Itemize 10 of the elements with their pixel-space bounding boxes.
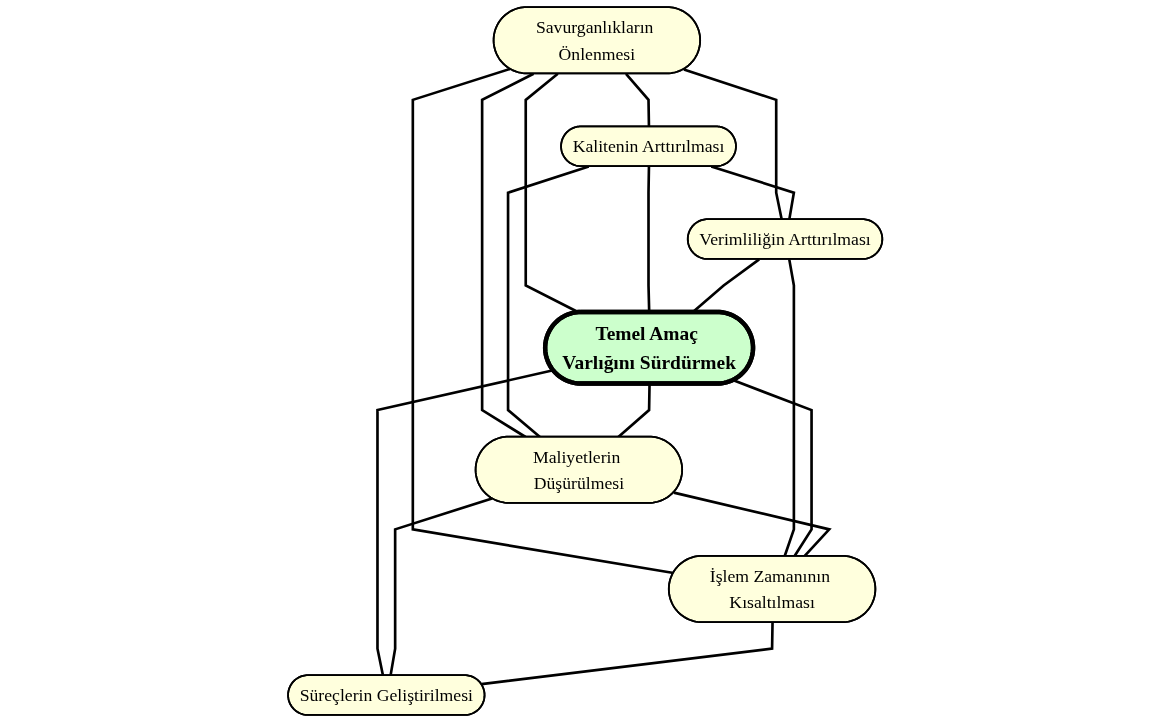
connector: [710, 165, 796, 220]
connector: [624, 72, 651, 127]
connector: [683, 68, 783, 220]
connector: [375, 369, 554, 676]
connector: [732, 379, 813, 557]
connector: [481, 622, 774, 686]
connector: [389, 497, 493, 676]
connector: [411, 67, 674, 575]
connector: [783, 259, 795, 557]
connector: [506, 165, 589, 438]
